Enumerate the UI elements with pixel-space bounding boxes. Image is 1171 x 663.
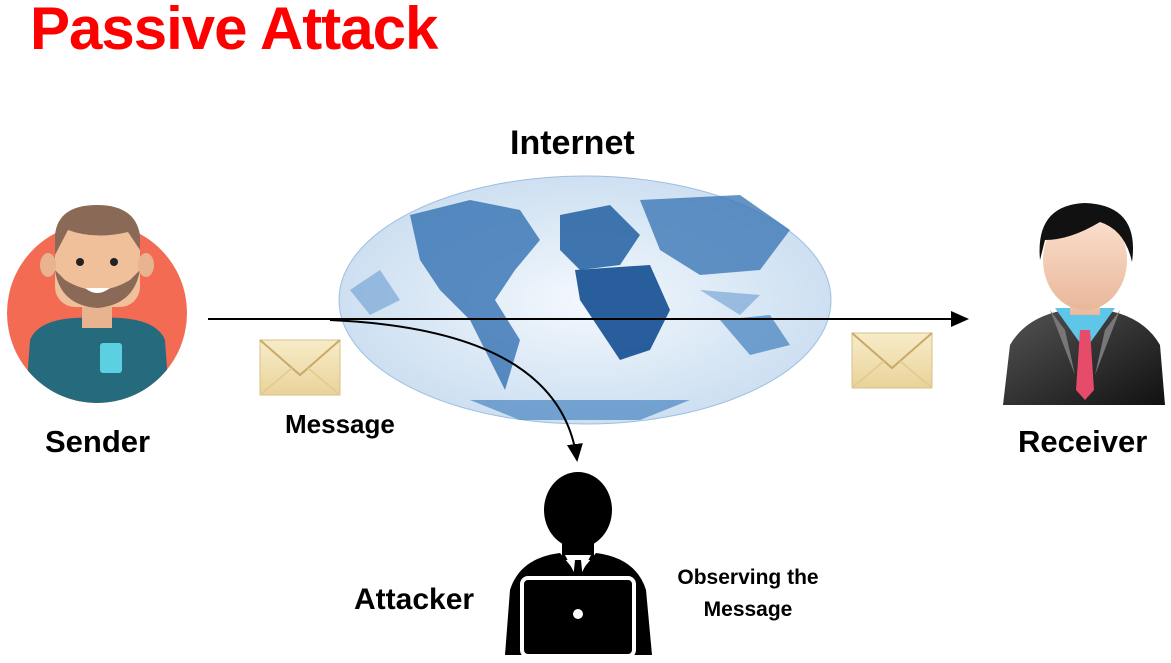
receiver-label: Receiver <box>1018 424 1148 459</box>
envelope-icon <box>259 339 341 396</box>
globe-icon <box>338 175 832 425</box>
sender-label: Sender <box>45 424 151 459</box>
page-title: Passive Attack <box>30 0 438 62</box>
attacker-label: Attacker <box>354 583 475 616</box>
internet-label: Internet <box>510 124 635 162</box>
receiver-avatar-icon <box>1003 203 1165 405</box>
laptop-icon <box>520 576 636 658</box>
envelope-icon <box>851 332 933 389</box>
message-label: Message <box>285 409 395 439</box>
observing-label: Observing the Message <box>677 566 819 621</box>
attacker-icon <box>505 472 652 658</box>
sender-avatar-icon <box>7 205 187 403</box>
intercept-arrow <box>329 319 583 462</box>
